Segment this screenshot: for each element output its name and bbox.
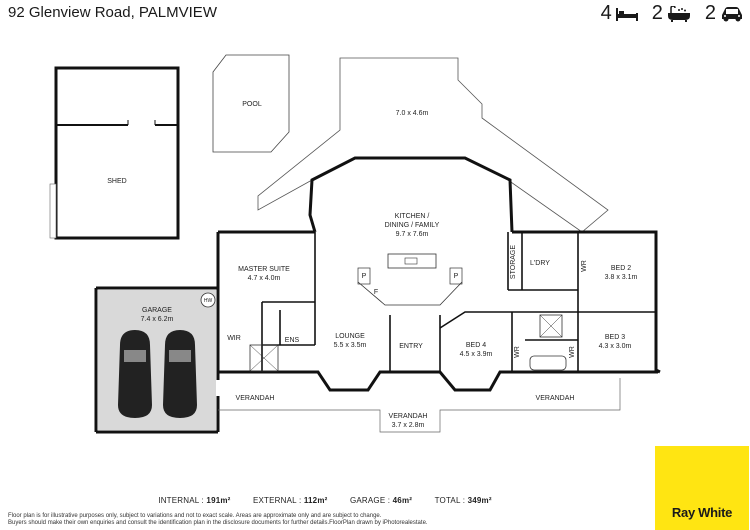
garage-label: GARAGE :: [349, 496, 391, 505]
wir-master-label: WIR: [227, 335, 241, 342]
disclaimer-line-1: Floor plan is for illustrative purposes …: [8, 513, 382, 519]
bed4-name-label: BED 4: [466, 342, 486, 349]
wr-bed4-label: WR: [514, 346, 521, 358]
hw-label: HW: [204, 298, 213, 304]
external-label: EXTERNAL :: [252, 496, 302, 505]
kitchen-name-label: KITCHEN /: [395, 213, 430, 220]
kitchen-name-label-2: DINING / FAMILY: [385, 222, 440, 229]
verandah-front-label: VERANDAH: [389, 413, 428, 420]
storage-label: STORAGE: [510, 245, 517, 279]
car-icon: [722, 6, 742, 21]
floor-plan: POOL SHED 7.0 x 4.6m GARAGE 7.4 x 6.2m H…: [49, 54, 661, 434]
lounge-name-label: LOUNGE: [335, 333, 365, 340]
bathtub-icon: [667, 5, 690, 22]
bathroom-count: 2: [651, 2, 663, 24]
shed-outline: [54, 66, 180, 240]
area-summary: INTERNAL : 191m² EXTERNAL : 112m² GARAGE…: [0, 496, 650, 505]
brand-name: Ray White: [671, 505, 733, 520]
deck-size-label: 7.0 x 4.6m: [396, 110, 429, 117]
verandah-front-size-label: 3.7 x 2.8m: [392, 422, 425, 429]
fridge-label: F: [374, 289, 378, 296]
car-count: 2: [704, 2, 716, 24]
feature-counts: 4 2 2: [591, 2, 744, 25]
bed3-size-label: 4.3 x 3.0m: [599, 343, 632, 350]
master-name-label: MASTER SUITE: [238, 266, 290, 273]
bed2-name-label: BED 2: [611, 265, 631, 272]
garage-name-label: GARAGE: [142, 307, 172, 314]
internal-value: 191m²: [206, 496, 231, 505]
garage-size-label: 7.4 x 6.2m: [141, 316, 174, 323]
house-walls: [94, 156, 661, 434]
brand-logo: Ray White: [655, 446, 749, 530]
entry-label: ENTRY: [399, 343, 423, 350]
ensuite-label: ENS: [285, 337, 300, 344]
bathtub: [529, 355, 567, 371]
shed-label: SHED: [107, 178, 126, 185]
bed3-name-label: BED 3: [605, 334, 625, 341]
hot-water-unit: [200, 292, 216, 308]
external-value: 112m²: [303, 496, 328, 505]
pantry-left-label: P: [362, 273, 367, 280]
shower-main: [539, 314, 563, 338]
kitchen-bench: [357, 281, 463, 306]
master-size-label: 4.7 x 4.0m: [248, 275, 281, 282]
total-value: 349m²: [467, 496, 492, 505]
wr-bed2-label: WR: [581, 260, 588, 272]
lounge-size-label: 5.5 x 3.5m: [334, 342, 367, 349]
laundry-label: L'DRY: [530, 260, 550, 267]
deck-outline: [257, 57, 609, 233]
wr-bed3-label: WR: [569, 346, 576, 358]
bed-icon: [615, 7, 638, 21]
bed4-size-label: 4.5 x 3.9m: [460, 351, 493, 358]
internal-label: INTERNAL :: [158, 496, 204, 505]
pantry-right-label: P: [454, 273, 459, 280]
garage-value: 46m²: [392, 496, 413, 505]
kitchen-size-label: 9.7 x 7.6m: [396, 231, 429, 238]
pool-label: POOL: [242, 101, 262, 108]
internal-walls: [261, 232, 656, 372]
verandah-outline: [218, 378, 621, 433]
bed2-size-label: 3.8 x 3.1m: [605, 274, 638, 281]
kitchen-island: [387, 253, 437, 269]
car-silhouette: [118, 330, 197, 418]
disclaimer-line-2: Buyers should make their own enquiries a…: [8, 520, 428, 526]
bedroom-count: 4: [600, 2, 612, 24]
total-label: TOTAL :: [434, 496, 466, 505]
verandah-right-label: VERANDAH: [536, 395, 575, 402]
verandah-left-label: VERANDAH: [236, 395, 275, 402]
pool-outline: [212, 54, 290, 153]
property-address: 92 Glenview Road, PALMVIEW: [8, 4, 217, 21]
shower-ensuite: [249, 344, 279, 372]
